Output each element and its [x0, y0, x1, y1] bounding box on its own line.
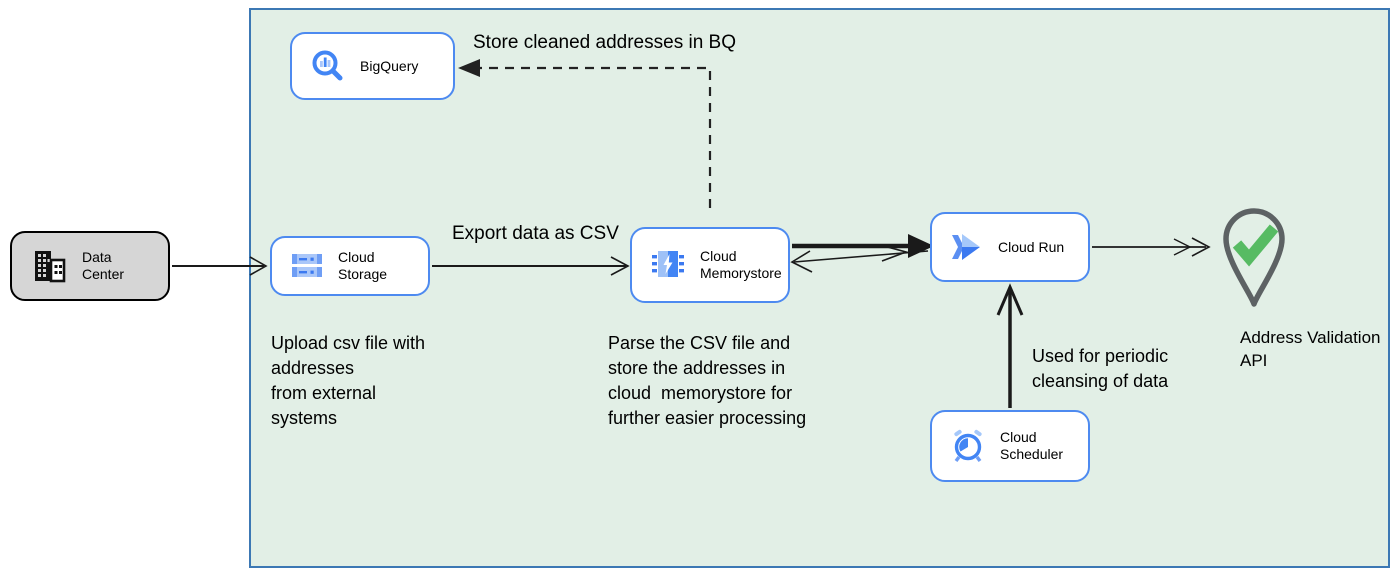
node-cloud-run: Cloud Run — [930, 212, 1090, 282]
node-cloud-storage: Cloud Storage — [270, 236, 430, 296]
node-label: Cloud Run — [998, 238, 1065, 255]
node-cloud-memorystore: Cloud Memorystore — [630, 227, 790, 303]
node-label: Cloud Storage — [338, 249, 388, 282]
bigquery-magnifier-icon — [310, 48, 346, 84]
edge-label-export-csv: Export data as CSV — [452, 223, 619, 244]
note-periodic-cleansing: Used for periodic cleansing of data — [1032, 346, 1169, 391]
gcp-boundary-container — [249, 8, 1390, 568]
map-pin-check-icon — [1218, 206, 1290, 310]
alarm-clock-icon — [950, 428, 986, 464]
node-bigquery: BigQuery — [290, 32, 455, 100]
edge-label-store-bq: Store cleaned addresses in BQ — [473, 32, 736, 53]
node-label: BigQuery — [360, 57, 419, 74]
node-cloud-scheduler: Cloud Scheduler — [930, 410, 1090, 482]
note-upload-csv: Upload csv file with addresses from exte… — [271, 333, 426, 428]
storage-buckets-icon — [290, 252, 324, 280]
note-parse-csv: Parse the CSV file and store the address… — [608, 333, 807, 428]
memorystore-chip-icon — [650, 248, 686, 282]
address-validation-api-label: Address Validation API — [1240, 328, 1381, 370]
building-icon — [30, 248, 68, 284]
cloud-run-arrow-icon — [950, 232, 984, 262]
node-label: Cloud Scheduler — [1000, 429, 1064, 462]
node-label: Cloud Memorystore — [700, 248, 782, 281]
node-data-center: Data Center — [10, 231, 170, 301]
node-label: Data Center — [82, 249, 125, 282]
